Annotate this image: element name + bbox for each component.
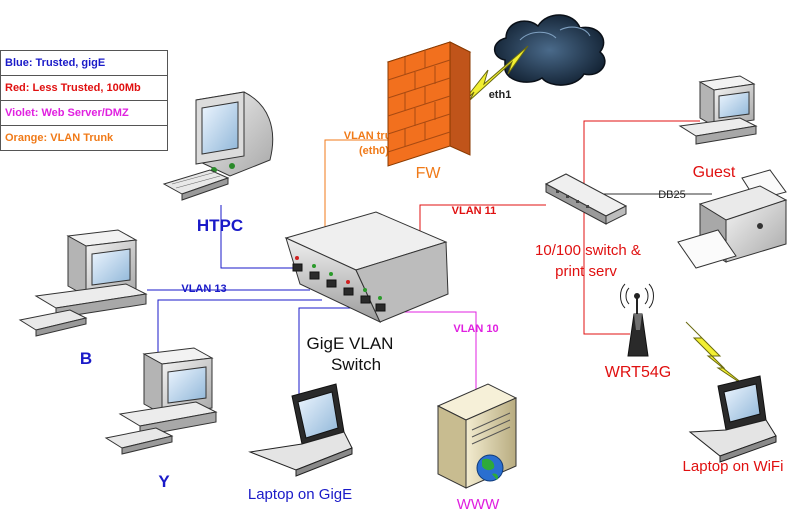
- legend-trunk: Orange: VLAN Trunk: [5, 132, 114, 144]
- link-trunk: [324, 139, 418, 262]
- y-label: Y: [158, 472, 170, 491]
- guest-computer-icon: [678, 75, 758, 145]
- vlan11-label: VLAN 11: [452, 205, 497, 217]
- print-switch-label-line1: 10/100 switch &: [535, 242, 641, 259]
- switch-label-line1: GigE VLAN: [307, 334, 394, 353]
- www-server-icon: [436, 383, 518, 489]
- internet-cloud-icon: [493, 14, 606, 86]
- b-label: B: [80, 349, 92, 368]
- wrt-label: WRT54G: [605, 364, 671, 381]
- laptop-wifi-icon: [688, 375, 777, 463]
- firewall-icon: [386, 41, 472, 167]
- legend: Blue: Trusted, gigE Red: Less Trusted, 1…: [0, 50, 168, 151]
- legend-trusted: Blue: Trusted, gigE: [1, 51, 167, 76]
- fw-label: FW: [416, 165, 442, 182]
- gige-switch-icon: [284, 211, 449, 324]
- print-switch-label-line2: print serv: [555, 263, 617, 280]
- link-www: [390, 311, 477, 405]
- print-switch-icon: [544, 173, 628, 225]
- lightning-bolt-icon: [454, 45, 529, 113]
- vlan10-label: VLAN 10: [453, 323, 498, 335]
- link-y: [157, 299, 322, 356]
- www-label: WWW: [457, 496, 500, 513]
- eth1-label: eth1: [489, 89, 512, 101]
- htpc-label: HTPC: [197, 216, 243, 235]
- b-computer-icon: [18, 229, 148, 337]
- y-computer-icon: [104, 347, 218, 455]
- wifi-bolt-icon: [685, 321, 749, 389]
- db25-label: DB25: [658, 189, 686, 201]
- guest-label: Guest: [693, 164, 736, 181]
- wrt54g-router-icon: [620, 283, 654, 357]
- laptop-gige-label: Laptop on GigE: [248, 486, 352, 503]
- laptop-wifi-label: Laptop on WiFi: [683, 458, 784, 475]
- link-guest: [583, 120, 700, 196]
- printer-icon: [677, 169, 788, 269]
- trunk-label-line2: (eth0): [359, 145, 389, 157]
- link-wrt: [583, 210, 630, 335]
- htpc-computer-icon: [162, 91, 274, 201]
- vlan13-label: VLAN 13: [181, 283, 226, 295]
- legend-less-trusted: Red: Less Trusted, 100Mb: [1, 76, 167, 101]
- switch-label-line2: Switch: [331, 355, 381, 374]
- legend-dmz: Violet: Web Server/DMZ: [1, 101, 167, 126]
- laptop-gige-icon: [248, 383, 353, 477]
- link-htpc: [220, 205, 300, 269]
